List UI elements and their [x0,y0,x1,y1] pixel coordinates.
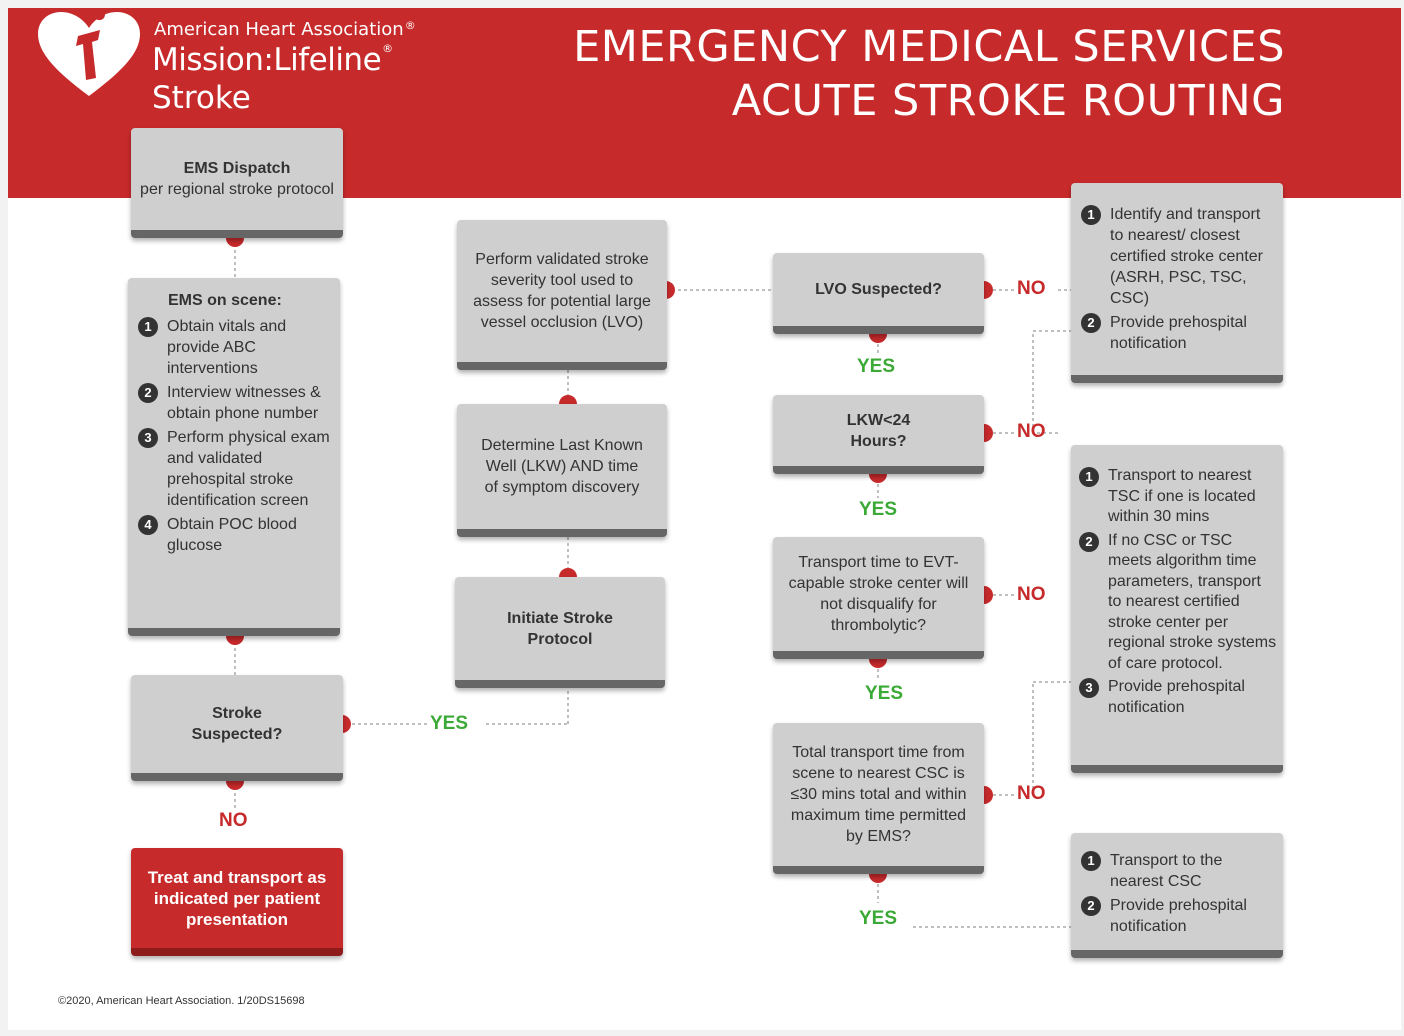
treat-transport-box: Treat and transport as indicated per pat… [131,848,343,956]
brand-program: Mission:Lifeline® [152,42,393,78]
step-number-badge: 2 [1081,313,1101,333]
result-nearest-certified-box: 1 Identify and transport to nearest/ clos… [1071,183,1283,383]
result-item-text: Provide prehospital notification [1108,678,1245,716]
connector-lines [226,238,1073,928]
initiate-protocol-box: Initiate Stroke Protocol [455,577,665,688]
brand-program-text: Mission:Lifeline [152,42,382,78]
step-number-badge: 2 [1079,531,1099,552]
result-item-text: Transport to the nearest CSC [1110,852,1223,890]
result-item-text: Transport to nearest TSC if one is locat… [1108,467,1256,525]
result-item: 2 If no CSC or TSC meets algorithm time p… [1079,531,1277,675]
determine-lkw-text: Determine Last Known Well (LKW) AND time… [481,437,643,496]
ems-on-scene-title: EMS on scene: [168,292,282,309]
result-item: 3 Provide prehospital notification [1079,677,1277,718]
ems-on-scene-item: 2 Interview witnesses & obtain phone numb… [138,382,330,424]
no-label: NO [219,810,248,831]
brand-program-sub: Stroke [152,80,251,116]
step-number-badge: 2 [138,383,158,403]
no-label: NO [1017,278,1046,299]
ems-on-scene-item-text: Obtain POC blood glucose [167,516,297,554]
treat-transport-text: Treat and transport as indicated per pat… [147,867,327,929]
step-number-badge: 1 [1081,851,1101,871]
result-item: 1 Identify and transport to nearest/ clos… [1081,204,1273,309]
flowchart-page: American Heart Association® Mission:Life… [8,8,1401,1030]
ems-on-scene-item-text: Interview witnesses & obtain phone numbe… [167,384,321,422]
result-item: 2 Provide prehospital notification [1081,895,1273,937]
total-transport-text: Total transport time from scene to neare… [790,744,967,845]
transport-time-evt-text: Transport time to EVT-capable stroke cen… [788,554,969,634]
ems-on-scene-item: 4 Obtain POC blood glucose [138,514,330,556]
page-title-line1: EMERGENCY MEDICAL SERVICES [573,22,1285,72]
step-number-badge: 4 [138,515,158,535]
result-item: 1 Transport to the nearest CSC [1081,850,1273,892]
result-item-text: If no CSC or TSC meets algorithm time pa… [1108,531,1277,672]
initiate-protocol-text: Initiate Stroke Protocol [507,609,613,648]
result-csc-box: 1 Transport to the nearest CSC 2 Provide p… [1071,833,1283,958]
ems-on-scene-item-text: Perform physical exam and validated preh… [167,429,330,509]
yes-label: YES [859,499,898,520]
yes-label: YES [859,908,898,929]
severity-tool-text: Perform validated stroke severity tool u… [473,251,651,331]
lvo-suspected-text: LVO Suspected? [815,281,942,298]
result-item-text: Identify and transport to nearest/ close… [1110,206,1263,307]
yes-label: YES [865,683,904,704]
severity-tool-box: Perform validated stroke severity tool u… [457,220,667,370]
step-number-badge: 1 [138,317,158,337]
ems-dispatch-title: EMS Dispatch [183,160,291,177]
step-number-badge: 1 [1081,205,1101,225]
ems-on-scene-item: 1 Obtain vitals and provide ABC intervent… [138,316,330,379]
step-number-badge: 3 [1079,678,1099,698]
ems-dispatch-box: EMS Dispatch per regional stroke protoco… [131,128,343,238]
transport-time-evt-box: Transport time to EVT-capable stroke cen… [773,537,984,659]
registered-mark: ® [382,42,393,55]
result-item-text: Provide prehospital notification [1110,897,1247,935]
step-number-badge: 2 [1081,896,1101,916]
determine-lkw-box: Determine Last Known Well (LKW) AND time… [457,404,667,537]
ems-on-scene-item: 3 Perform physical exam and validated pre… [138,427,330,511]
yes-label: YES [857,356,896,377]
lkw-24-text: LKW<24 Hours? [846,411,911,450]
lvo-suspected-box: LVO Suspected? [773,253,984,334]
brand-org: American Heart Association® [154,19,416,40]
ems-dispatch-body: per regional stroke protocol [140,181,334,198]
heart-torch-logo [38,9,140,96]
stroke-suspected-box: Stroke Suspected? [131,675,343,781]
result-tsc-box: 1 Transport to nearest TSC if one is loca… [1071,445,1283,773]
result-item: 2 Provide prehospital notification [1081,312,1273,354]
yes-label: YES [430,713,469,734]
step-number-badge: 3 [138,428,158,448]
registered-mark: ® [404,19,416,32]
no-label: NO [1017,421,1046,442]
no-label: NO [1017,584,1046,605]
page-title-line2: ACUTE STROKE ROUTING [731,76,1285,126]
stroke-suspected-text: Stroke Suspected? [191,705,283,743]
brand-org-text: American Heart Association [154,19,404,40]
copyright-footer: ©2020, American Heart Association. 1/20D… [58,995,305,1007]
ems-on-scene-box: EMS on scene: 1 Obtain vitals and provide… [128,278,340,636]
step-number-badge: 1 [1079,467,1099,487]
result-item-text: Provide prehospital notification [1110,314,1247,352]
no-label: NO [1017,783,1046,804]
result-item: 1 Transport to nearest TSC if one is loca… [1079,466,1277,528]
lkw-24-box: LKW<24 Hours? [773,395,984,474]
total-transport-box: Total transport time from scene to neare… [773,723,984,874]
ems-on-scene-item-text: Obtain vitals and provide ABC interventi… [167,318,287,377]
